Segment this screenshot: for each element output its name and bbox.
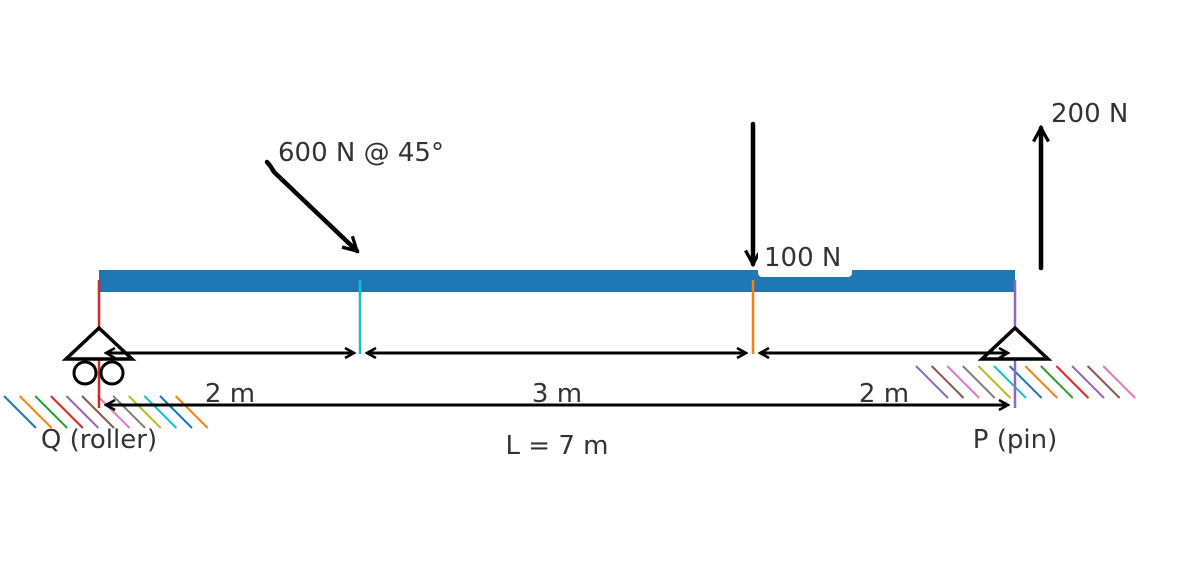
- load-label-200: 200 N: [1051, 99, 1128, 129]
- load-label-100: 100 N: [764, 243, 841, 273]
- hatch-stroke: [1086, 365, 1121, 399]
- hatch-stroke: [1102, 365, 1136, 399]
- hatch-stroke: [993, 365, 1027, 399]
- support-label-p: P (pin): [973, 425, 1057, 455]
- hatch-stroke: [65, 395, 100, 429]
- hatch-stroke: [915, 365, 949, 399]
- dimension-label-seg3: 2 m: [859, 379, 909, 409]
- load-label-600: 600 N @ 45°: [278, 138, 444, 168]
- hatch-stroke: [1040, 365, 1074, 399]
- hatch-stroke: [18, 395, 53, 429]
- ground-hatch-left: [3, 395, 209, 429]
- hatch-stroke: [174, 395, 209, 429]
- hatch-stroke: [50, 395, 84, 429]
- roller-support: [61, 325, 137, 386]
- hatch-stroke: [159, 395, 193, 429]
- load-600-arrow: [264, 159, 357, 251]
- hatch-stroke: [3, 395, 37, 429]
- hatch-stroke: [128, 395, 162, 429]
- support-label-q: Q (roller): [41, 425, 157, 455]
- dimension-label-seg1: 2 m: [205, 379, 255, 409]
- hatch-stroke: [930, 365, 965, 399]
- dimension-label-total: L = 7 m: [506, 431, 609, 461]
- hatch-stroke: [112, 395, 146, 429]
- hatch-stroke: [143, 395, 178, 429]
- label-bg-100: [758, 239, 852, 277]
- hatch-stroke: [977, 365, 1012, 399]
- hatch-stroke: [946, 365, 980, 399]
- hatch-stroke: [96, 395, 131, 429]
- hatch-stroke: [962, 365, 996, 399]
- hatch-stroke: [1071, 365, 1105, 399]
- hatch-stroke: [1055, 365, 1090, 399]
- hatch-stroke: [1024, 365, 1058, 399]
- hatch-stroke: [81, 395, 115, 429]
- beam: [99, 270, 1015, 292]
- ground-hatch-right: [915, 365, 1136, 399]
- hatch-stroke: [34, 395, 68, 429]
- dimension-label-seg2: 3 m: [532, 379, 582, 409]
